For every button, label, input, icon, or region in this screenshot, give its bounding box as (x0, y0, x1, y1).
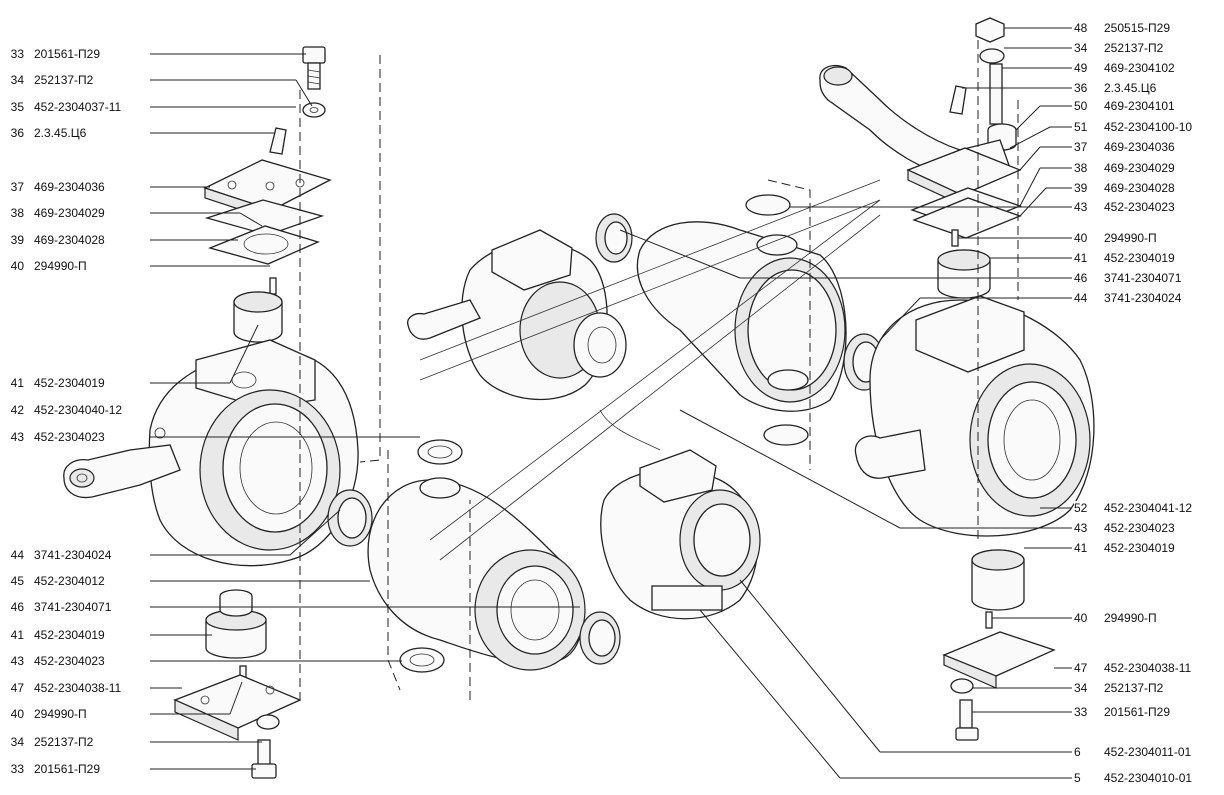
assembled-knuckle-top (407, 213, 633, 401)
right-knuckle-assembly (819, 17, 1095, 741)
axle-housing (636, 179, 885, 470)
left-knuckle-assembly (63, 46, 381, 779)
center-housing-assembly (367, 439, 621, 700)
leader-lines (150, 27, 1072, 779)
center-small-knuckle (599, 409, 761, 620)
